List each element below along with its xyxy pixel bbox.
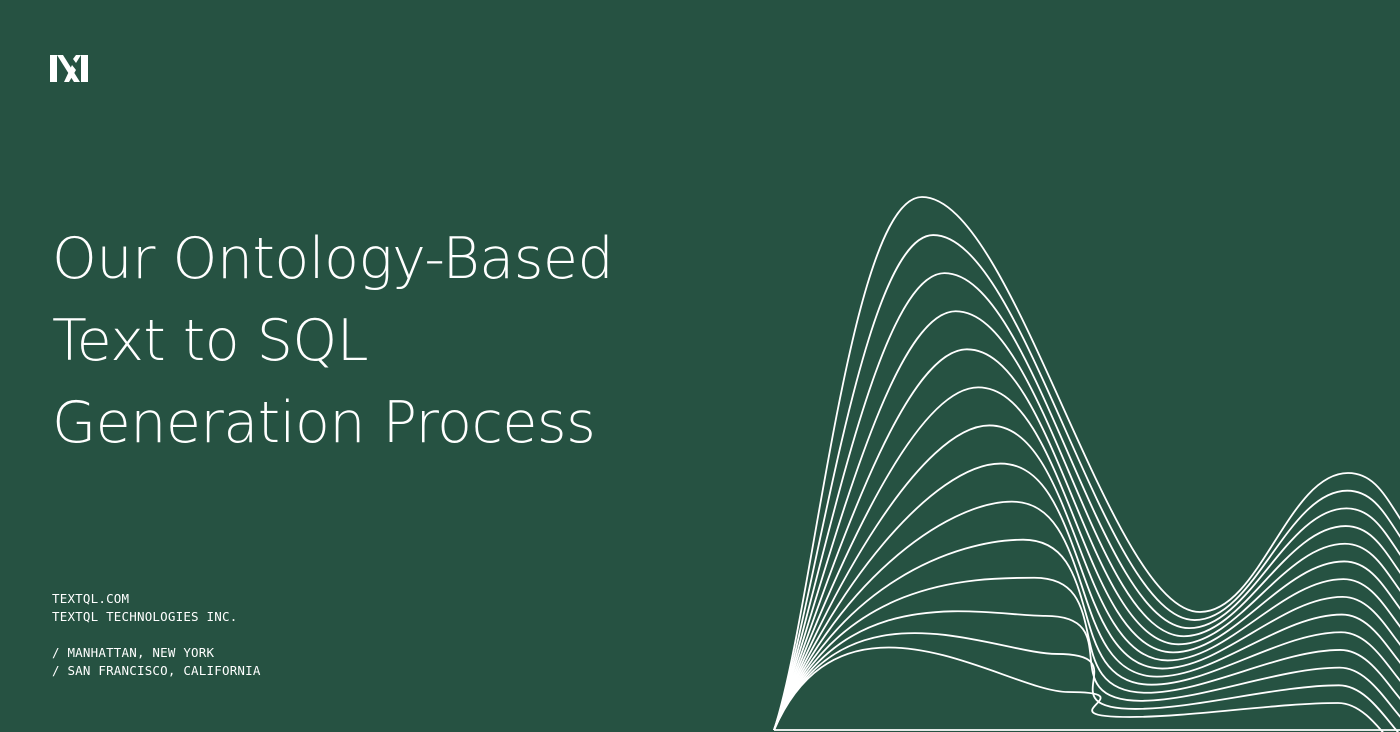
location-san-francisco: / SAN FRANCISCO, CALIFORNIA <box>52 663 261 678</box>
legal-name-text: TEXTQL TECHNOLOGIES INC. <box>52 609 238 624</box>
title-line-2: Text to SQL <box>52 308 369 374</box>
wave-line <box>773 576 1400 731</box>
wave-line <box>773 348 1400 731</box>
wave-line <box>773 424 1400 731</box>
page-title: Our Ontology-Based Text to SQL Generatio… <box>52 218 614 464</box>
wave-line <box>773 610 1400 731</box>
wave-line <box>773 462 1400 731</box>
title-line-1: Our Ontology-Based <box>52 226 614 292</box>
wave-line <box>773 234 1400 731</box>
wave-line <box>773 196 1400 731</box>
wave-line <box>773 272 1400 731</box>
title-line-3: Generation Process <box>52 390 596 456</box>
wave-line <box>773 646 1384 732</box>
website-text: TEXTQL.COM <box>52 591 130 606</box>
wave-line <box>773 310 1400 731</box>
wave-lines-graphic <box>773 196 1400 732</box>
wave-line <box>773 538 1400 731</box>
company-info: TEXTQL.COM TEXTQL TECHNOLOGIES INC. / MA… <box>52 590 261 680</box>
wave-line <box>773 386 1400 731</box>
location-manhattan: / MANHATTAN, NEW YORK <box>52 645 215 660</box>
wave-line <box>773 500 1400 731</box>
wave-line <box>773 632 1399 732</box>
textql-logo-icon <box>50 55 88 82</box>
